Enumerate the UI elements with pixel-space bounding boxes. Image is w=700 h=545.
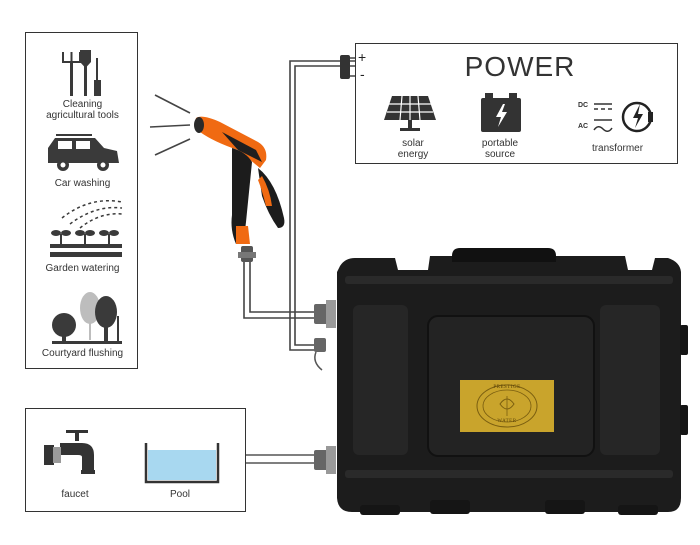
inlet-hose: [246, 454, 318, 464]
solar-panel-icon: [384, 95, 436, 131]
dc-label: DC: [578, 102, 589, 109]
garden-watering-icon: [50, 199, 123, 257]
spray-nozzle-icon: [194, 116, 285, 262]
tools-icon: [62, 50, 101, 96]
trees-icon: [52, 292, 122, 344]
use-label-car-washing: Car washing: [54, 178, 111, 189]
power-label-portable: portable source: [481, 138, 519, 160]
battery-icon: [481, 93, 521, 132]
badge-text-bottom: WATER: [497, 419, 517, 424]
dc-symbol-icon: [594, 103, 612, 110]
prestige-water-badge: [460, 380, 554, 432]
use-label-garden-watering: Garden watering: [45, 263, 120, 274]
pool-icon: [144, 443, 220, 484]
ac-symbol-icon: [593, 119, 613, 132]
car-icon: [48, 134, 119, 171]
plus-terminal-label: +: [358, 49, 367, 65]
ac-label: AC: [578, 123, 589, 130]
badge-text-top: PRESTIGE: [493, 385, 521, 390]
power-label-transformer: transformer: [591, 143, 644, 154]
power-label-solar: solar energy: [397, 138, 429, 160]
source-label-faucet: faucet: [61, 489, 89, 500]
source-label-pool: Pool: [169, 489, 190, 500]
use-label-courtyard-flushing: Courtyard flushing: [41, 348, 124, 359]
use-label-cleaning: Cleaning agricultural tools: [46, 99, 119, 121]
power-title: POWER: [464, 51, 576, 82]
faucet-icon: [44, 430, 95, 474]
spray-hose: [243, 262, 320, 319]
transformer-plug-icon: [621, 101, 653, 133]
minus-terminal-label: -: [360, 66, 365, 82]
spray-lines-icon: [149, 94, 191, 156]
terminal-connector-icon: [340, 55, 350, 79]
